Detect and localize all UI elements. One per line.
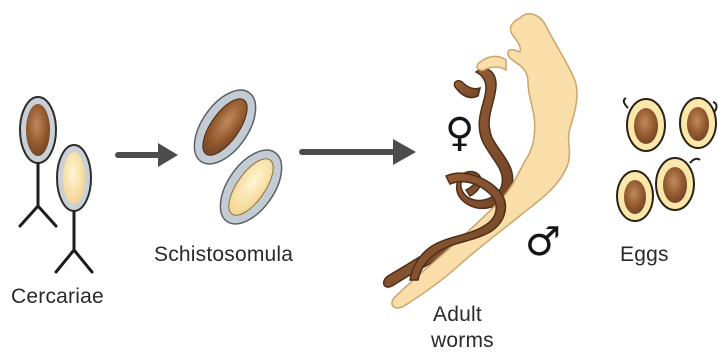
cercariae-label: Cercariae: [11, 285, 104, 309]
female-symbol: ♀: [445, 113, 474, 153]
cercaria-light-tail: [56, 212, 92, 272]
cercaria-dark-body: [26, 104, 50, 156]
male-worm-appendage: [477, 56, 506, 70]
egg: [617, 171, 653, 221]
arrow-cercariae-to-schistosomula: [118, 143, 178, 167]
adult-worms-label-line1: Adult: [433, 303, 482, 327]
cercaria-light: [56, 145, 92, 272]
schistosomula-label: Schistosomula: [154, 243, 293, 267]
cercaria-dark-tail: [20, 164, 56, 226]
egg: [656, 158, 700, 210]
cercaria-dark: [20, 97, 56, 226]
eggs-group: [617, 98, 717, 221]
female-worm-branch: [454, 81, 480, 98]
adult-worms-label-line2: worms: [431, 329, 494, 353]
egg: [624, 98, 665, 151]
eggs-label: Eggs: [620, 243, 669, 267]
arrow-schistosomula-to-adults: [302, 139, 416, 165]
egg: [680, 98, 717, 148]
cercaria-light-body: [63, 152, 85, 204]
male-symbol: ♂: [525, 222, 561, 262]
